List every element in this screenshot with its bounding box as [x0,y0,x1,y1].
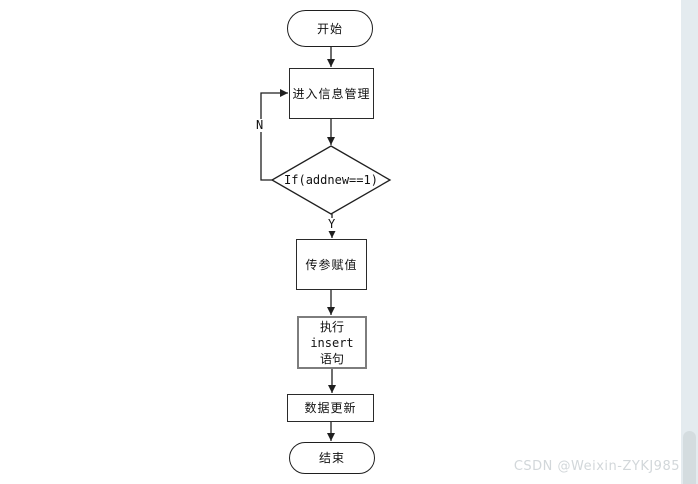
node-enter-info-management: 进入信息管理 [289,68,374,119]
node-end: 结束 [289,442,375,474]
node-decision-shape [270,145,392,215]
branch-label-yes: Y [327,217,337,231]
node-assign-label: 传参赋值 [305,257,358,272]
node-insert-line2: 语句 [319,351,344,366]
node-data-update: 数据更新 [287,394,374,422]
branch-label-no: N [255,118,265,132]
node-execute-insert: 执行insert 语句 [297,316,367,369]
node-decision-label: If(addnew==1) [284,173,378,187]
node-insert-line1: 执行insert [310,319,354,350]
node-assign-params: 传参赋值 [296,239,367,290]
watermark-text: CSDN @Weixin-ZYKJ985 [513,459,680,474]
scrollbar-track[interactable] [681,0,698,484]
scrollbar-thumb[interactable] [683,431,696,484]
edge-decision-enter-loop [260,89,288,181]
node-start: 开始 [287,10,373,47]
